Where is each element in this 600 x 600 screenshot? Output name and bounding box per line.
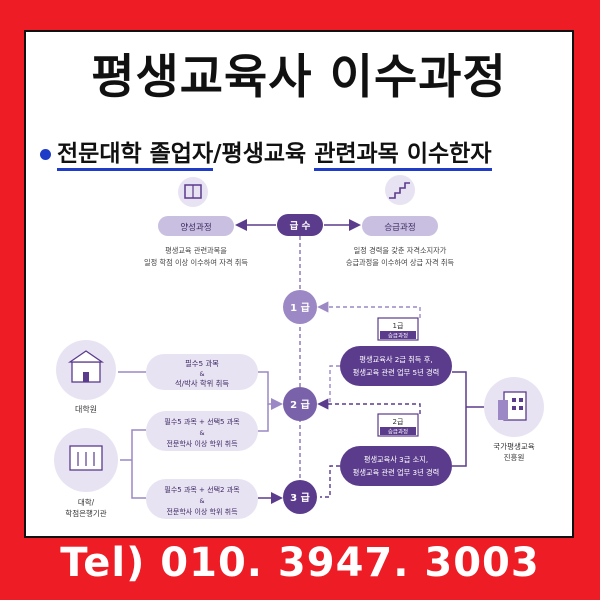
univ2-path-line2: 전문학사 이상 학위 취득: [166, 439, 238, 448]
bullet-icon: [40, 149, 51, 160]
upgrade-desc-line2: 승급과정을 이수하여 상급 자격 취득: [346, 258, 455, 267]
univ-connector: [120, 429, 146, 499]
univ2-path-box: [146, 411, 258, 451]
grad-path-line2: 석/박사 학위 취득: [175, 379, 229, 388]
nile-label-line2: 진흥원: [504, 452, 525, 462]
upgrade2-tag-bottom: 승급과정: [388, 428, 408, 436]
subtitle-part3: 관련과목 이수한자: [314, 141, 492, 171]
page-title: 평생교육사 이수과정: [91, 50, 507, 105]
univ3-path-line1: 필수5 과목 + 선택2 과목: [164, 485, 240, 494]
subtitle: 전문대학 졸업자/평생교육 관련과목 이수한자: [40, 134, 492, 171]
grade-2-label: 2 급: [290, 399, 310, 411]
graduate-school-icon: [56, 340, 116, 400]
qualification-diagram: 양성과정 급 수 승급과정 평생교육 관련과목을 일정 학점 이상 이수하여 자…: [54, 175, 544, 519]
grad-path-line1: 필수5 과목: [185, 359, 219, 368]
grade-1-label: 1 급: [290, 302, 310, 314]
grade2-to-upgrade1-arrow: [320, 365, 340, 405]
upgrade1-tag-bottom: 승급과정: [388, 332, 408, 340]
grad-path-amp: &: [199, 370, 204, 378]
nile-label-line1: 국가평생교육: [493, 441, 534, 451]
grad-to-grade2-arrow: [258, 371, 283, 410]
grade-1-circle: [283, 290, 317, 324]
subtitle-part2: /평생교육: [213, 141, 315, 167]
nile-connector: [452, 371, 484, 467]
upgrade2-line1: 평생교육사 3급 소지,: [364, 455, 428, 464]
grade-3-circle: [283, 480, 317, 514]
univ2-path-amp: &: [199, 429, 204, 437]
upgrade-course-label: 승급과정: [384, 222, 415, 233]
phone-number[interactable]: Tel) 010. 3947. 3003: [60, 540, 540, 586]
university-label-line2: 학점은행기관: [65, 508, 106, 518]
university-icon: [54, 428, 118, 492]
subtitle-part1: 전문대학 졸업자: [57, 141, 214, 171]
training-course-pill: [158, 216, 234, 236]
univ3-path-line2: 전문학사 이상 학위 취득: [166, 507, 238, 516]
univ2-path-line1: 필수5 과목 + 선택5 과목: [164, 417, 240, 426]
university-label-line1: 대학/: [78, 497, 95, 507]
graduate-school-label: 대학원: [75, 404, 97, 414]
upgrade2-line2: 평생교육 관련 업무 3년 경력: [353, 468, 439, 477]
training-course-label: 양성과정: [180, 222, 211, 233]
grade-header-label: 급 수: [290, 221, 311, 232]
upgrade2-tag-top: 2급: [393, 418, 404, 426]
univ3-path-amp: &: [199, 497, 204, 505]
upgrade1-box: [340, 346, 452, 386]
training-desc-line1: 평생교육 관련과목을: [165, 246, 227, 255]
univ2-to-grade2-arrow: [258, 404, 269, 432]
upgrade2-box: [340, 446, 452, 486]
upgrade2-to-grade2-arrow: [317, 398, 421, 414]
grade3-to-upgrade2-arrow: [320, 465, 340, 498]
book-icon: [178, 177, 208, 207]
grade-2-circle: [283, 387, 317, 421]
upgrade1-to-grade1-arrow: [317, 301, 421, 318]
stairs-icon: [385, 175, 415, 205]
upgrade1-tag-top: 1급: [393, 322, 404, 330]
grade-3-label: 3 급: [290, 492, 310, 504]
upgrade1-line2: 평생교육 관련 업무 5년 경력: [353, 368, 439, 377]
grade-header-pill: [277, 214, 323, 236]
training-desc-line2: 일정 학점 이상 이수하여 자격 취득: [144, 258, 248, 267]
upgrade-desc-line1: 일정 경력을 갖춘 자격소지자가: [354, 246, 447, 255]
upgrade-course-pill: [362, 216, 438, 236]
grad-path-box: [146, 354, 258, 390]
upgrade1-line1: 평생교육사 2급 취득 후,: [359, 355, 432, 364]
univ3-path-box: [146, 479, 258, 519]
nile-building-icon: [484, 377, 544, 437]
